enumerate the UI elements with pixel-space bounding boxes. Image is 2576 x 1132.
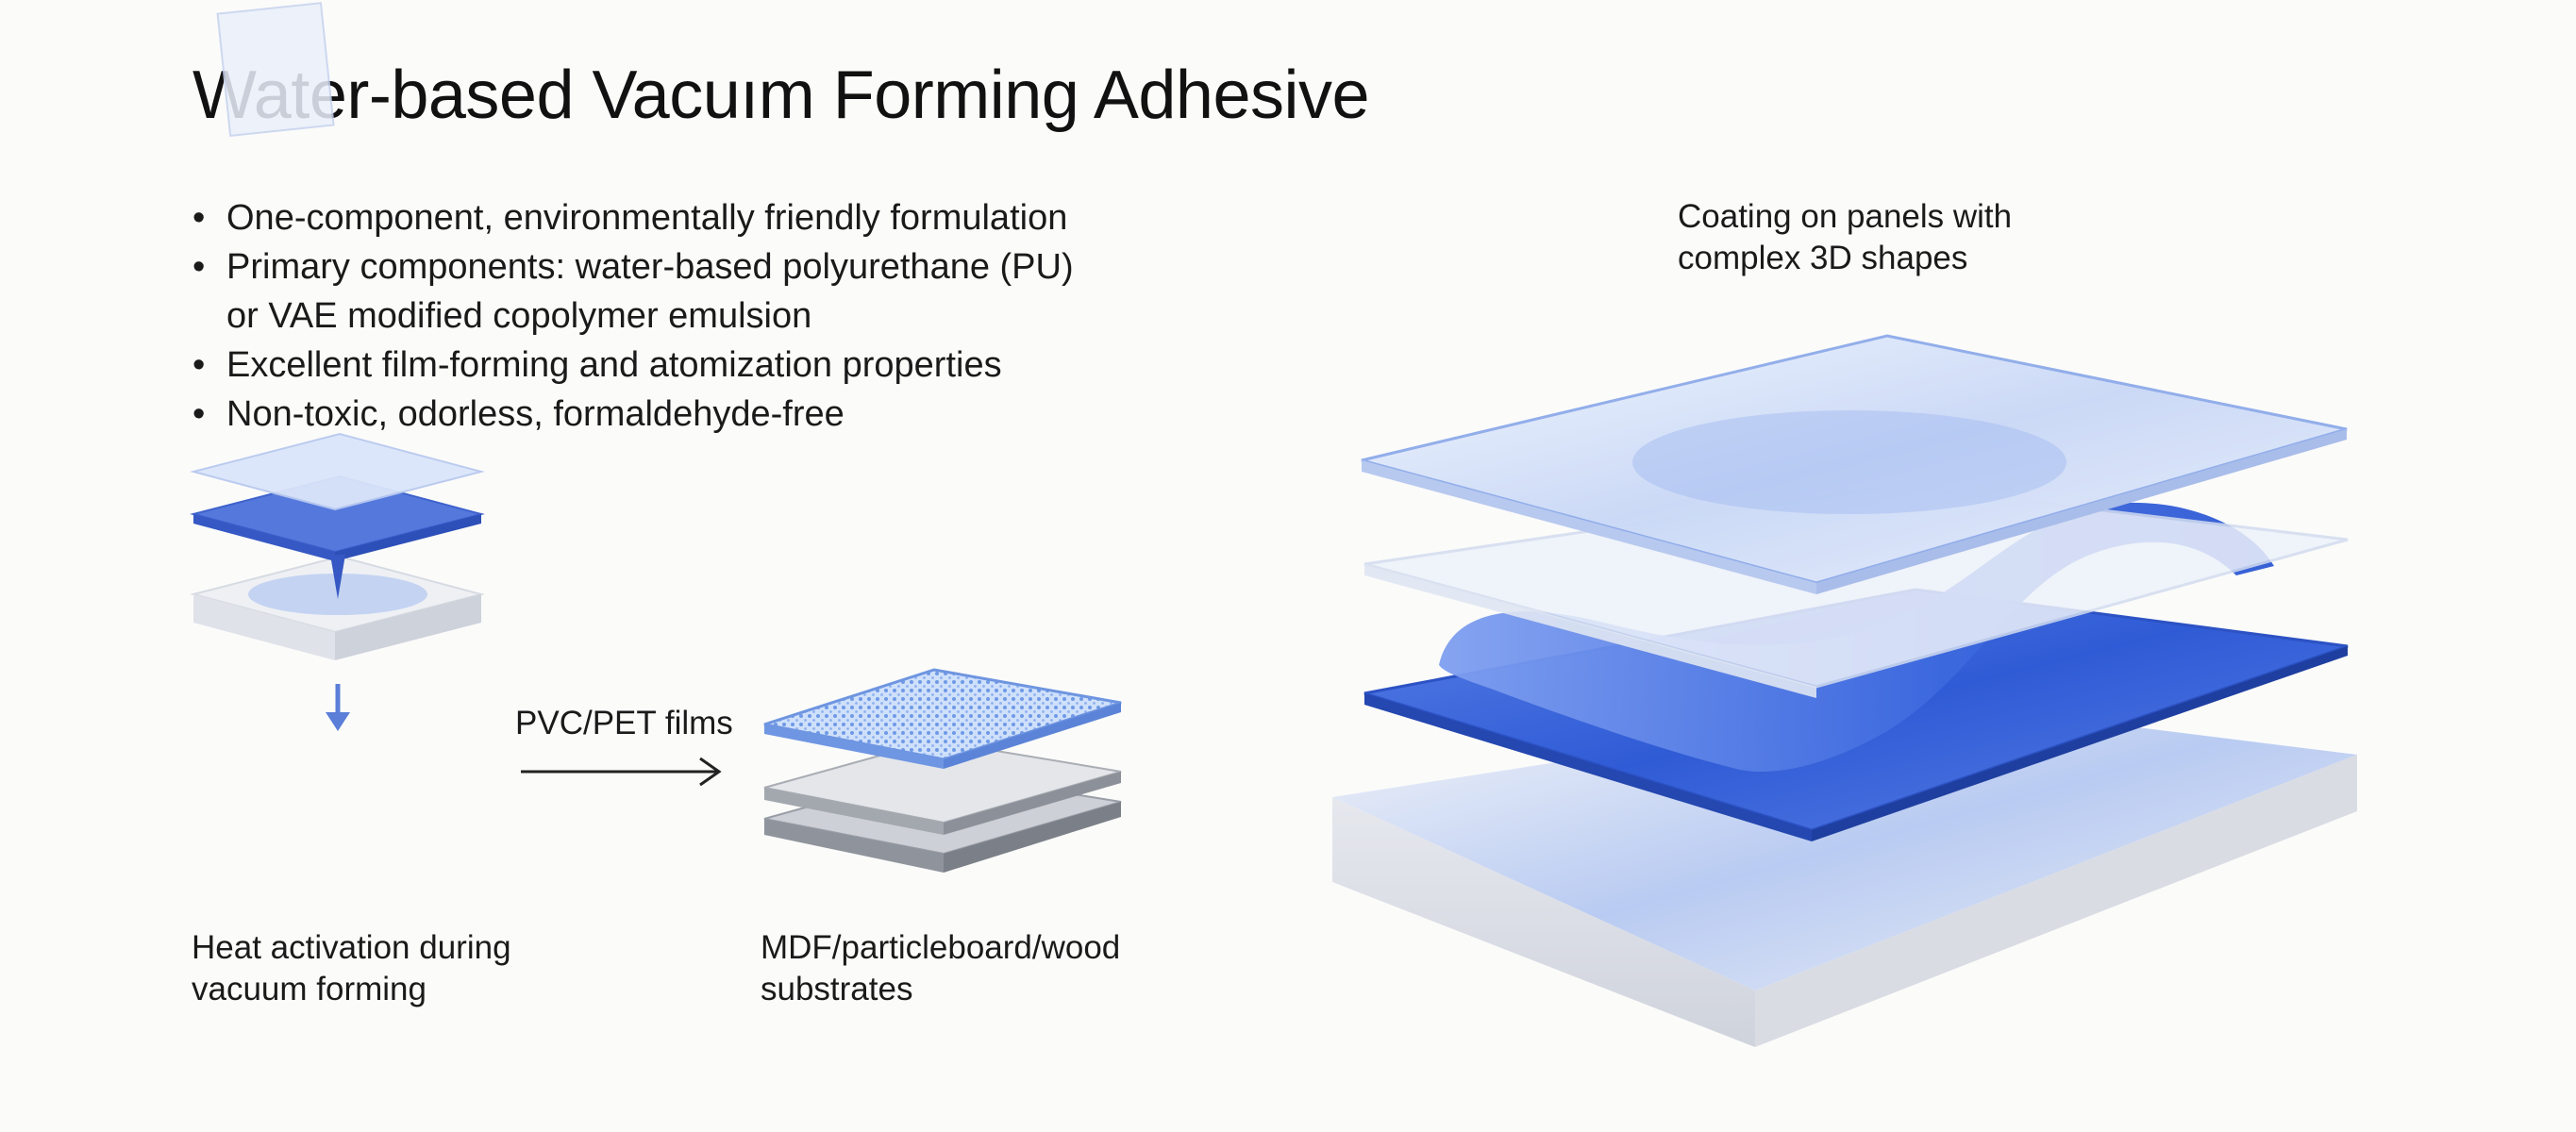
feature-item: Non-toxic, odorless, formaldehyde-free [192,390,1325,439]
coating-label: Coating on panels with complex 3D shapes [1678,198,2013,276]
heat-activation-label: Heat activation during vacuum forming [192,929,511,1007]
substrates-label: MDF/particleboard/wood substrates [761,929,1121,1007]
page-title: Water-based Vacuım Forming Adhesive [192,58,1370,133]
films-label: PVC/PET films [515,705,733,741]
arrow-right-icon [521,757,722,787]
feature-item: Excellent film-forming and atomization p… [192,341,1325,390]
feature-item: Primary components: water-based polyuret… [192,242,1325,341]
feature-list: One-component, environmentally friendly … [192,193,1325,439]
feature-item: One-component, environmentally friendly … [192,193,1325,242]
panel-layers-illustration [1332,334,2357,1047]
heat-activation-illustration [190,2,485,731]
substrate-illustration [763,668,1122,873]
